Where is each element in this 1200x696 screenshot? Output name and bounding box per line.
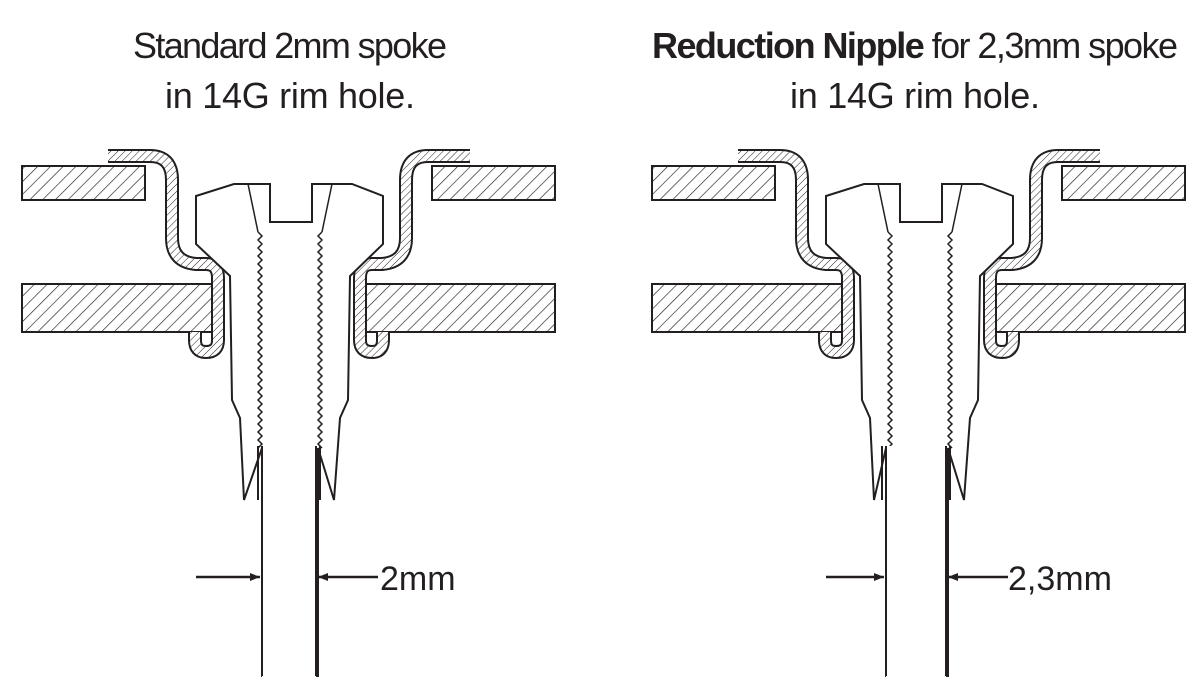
eyelet-left <box>108 151 223 357</box>
right-title-line1: Reduction Nipple for 2,3mm spoke <box>652 25 1178 66</box>
left-title-line2: in 14G rim hole. <box>165 75 415 116</box>
right-dimension-label: 2,3mm <box>1008 560 1112 598</box>
spoke-body <box>262 446 316 678</box>
rim-bed-right <box>362 283 556 333</box>
spoke-nipple <box>195 183 384 677</box>
left-assembly <box>21 149 556 678</box>
thread-right <box>946 231 954 449</box>
rim-upper-wall-right <box>1061 165 1186 201</box>
thread-left <box>886 231 894 449</box>
rim-bed-right <box>992 283 1186 333</box>
nipple-bore-chamfer <box>877 183 963 233</box>
left-dimension-label: 2mm <box>380 560 456 598</box>
right-assembly <box>651 149 1186 678</box>
eyelet-right <box>355 151 470 357</box>
thread-left <box>256 231 264 449</box>
thread-right <box>316 231 324 449</box>
nipple-bore-chamfer <box>247 183 333 233</box>
right-title-line2: in 14G rim hole. <box>790 75 1040 116</box>
left-title-line1: Standard 2mm spoke <box>133 25 447 66</box>
rim-upper-wall-left <box>21 165 146 201</box>
rim-bed-left <box>21 283 213 333</box>
eyelet-right <box>985 151 1100 357</box>
rim-upper-wall-left <box>651 165 776 201</box>
right-title-rest: for 2,3mm spoke <box>923 25 1178 66</box>
spoke-nipple <box>825 183 1014 677</box>
spoke-body <box>886 446 946 678</box>
right-title-bold: Reduction Nipple <box>652 25 925 66</box>
eyelet-left <box>738 151 853 357</box>
rim-bed-left <box>651 283 843 333</box>
rim-upper-wall-right <box>431 165 556 201</box>
